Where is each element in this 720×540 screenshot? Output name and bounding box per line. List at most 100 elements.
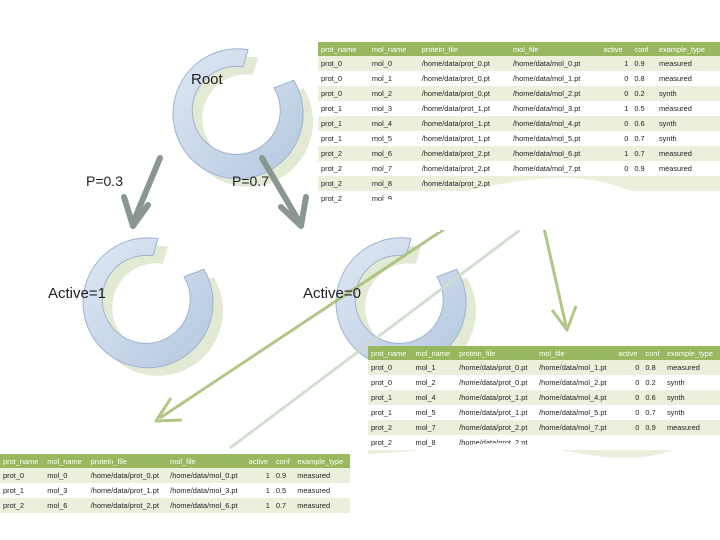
table-cell-conf: 0.7 — [631, 146, 656, 161]
table-cell-active: 1 — [600, 146, 632, 161]
table-cell-mol-name: mol_6 — [368, 146, 419, 161]
left-leaf-label: Active=1 — [48, 285, 106, 302]
column-header-active: active — [245, 454, 273, 468]
table-cell-conf: 0.6 — [642, 390, 664, 405]
column-header-mol-file: mol_file — [509, 42, 601, 56]
table-cell-prot-name: prot_1 — [368, 405, 413, 420]
table-cell-conf: 0.7 — [642, 405, 664, 420]
table-cell-active — [600, 191, 632, 206]
table-cell-example-type: measured — [655, 146, 720, 161]
table-cell-example-type: measured — [663, 420, 720, 435]
table-cell-active: 0 — [600, 116, 632, 131]
table-cell-prot-name: prot_1 — [318, 131, 369, 146]
table-cell-example-type — [655, 191, 720, 206]
table-cell-mol-file: /home/data/mol_3.pt — [167, 483, 246, 498]
table-cell-mol-name: mol_3 — [44, 483, 88, 498]
table-cell-active — [615, 435, 643, 450]
table-cell-mol-name: mol_1 — [412, 360, 457, 375]
right-edge-probability-label: P=0.7 — [232, 173, 269, 189]
column-header-prot-name: prot_name — [368, 346, 413, 360]
table-cell-mol-name: mol_7 — [368, 161, 419, 176]
column-header-mol-name: mol_name — [44, 454, 88, 468]
left-branch-arrow-head — [121, 194, 151, 229]
table-cell-example-type: synth — [663, 390, 720, 405]
table-cell-mol-file: /home/data/mol_5.pt — [509, 131, 601, 146]
column-header-example-type: example_type — [663, 346, 720, 360]
table-cell-example-type: synth — [655, 86, 720, 101]
table-cell-active: 0 — [615, 420, 643, 435]
table-cell-conf — [631, 176, 656, 191]
table-cell-prot-name: prot_0 — [368, 375, 413, 390]
table-cell-prot-name: prot_2 — [368, 435, 413, 450]
column-header-protein-file: protein_file — [456, 346, 537, 360]
faint-connector-line — [229, 228, 521, 450]
table-cell-prot-name: prot_1 — [318, 101, 369, 116]
table-cell-conf: 0.9 — [631, 56, 656, 71]
table-cell-active: 0 — [615, 375, 643, 390]
table-cell-mol-name: mol_8 — [412, 435, 457, 450]
table-cell-mol-name: mol_5 — [412, 405, 457, 420]
table-cell-example-type: measured — [294, 498, 350, 513]
table-cell-prot-name: prot_0 — [368, 360, 413, 375]
table-cell-conf: 0.6 — [631, 116, 656, 131]
table-cell-example-type: synth — [655, 131, 720, 146]
table-cell-protein-file: /home/data/prot_0.pt — [87, 468, 168, 483]
table-cell-mol-file — [536, 450, 616, 465]
table-cell-active: 0 — [600, 71, 632, 86]
table-cell-prot-name: prot_0 — [318, 71, 369, 86]
table-cell-active: 0 — [600, 131, 632, 146]
table-cell-active: 1 — [600, 56, 632, 71]
table-cell-protein-file: /home/data/prot_0.pt — [418, 86, 510, 101]
table-cell-mol-name: mol_9 — [412, 450, 457, 465]
table-cell-mol-name: mol_7 — [412, 420, 457, 435]
table-cell-example-type: measured — [294, 483, 350, 498]
column-header-conf: conf — [642, 346, 664, 360]
column-header-example-type: example_type — [294, 454, 350, 468]
table-cell-active: 0 — [600, 86, 632, 101]
table-cell-conf — [642, 435, 664, 450]
table-cell-conf: 0.9 — [631, 161, 656, 176]
table-cell-conf: 0.7 — [272, 498, 295, 513]
table-cell-mol-file: /home/data/mol_4.pt — [509, 116, 601, 131]
table-cell-active: 1 — [245, 483, 273, 498]
column-header-protein-file: protein_file — [87, 454, 168, 468]
table-cell-mol-file: /home/data/mol_5.pt — [536, 405, 616, 420]
column-header-active: active — [615, 346, 643, 360]
table-cell-prot-name: prot_1 — [368, 390, 413, 405]
table-cell-active: 0 — [615, 360, 643, 375]
table-cell-protein-file: /home/data/prot_1.pt — [418, 131, 510, 146]
table-cell-example-type: synth — [663, 375, 720, 390]
left-branch-arrow-shaft — [132, 155, 163, 221]
left-leaf-ring — [82, 237, 214, 369]
table-cell-conf — [631, 191, 656, 206]
table-cell-prot-name: prot_2 — [368, 450, 413, 465]
table-cell-example-type: measured — [294, 468, 350, 483]
left-edge-probability-label: P=0.3 — [86, 173, 123, 189]
table-cell-prot-name: prot_1 — [0, 483, 45, 498]
table-cell-mol-file: /home/data/mol_2.pt — [509, 86, 601, 101]
table-cell-protein-file: /home/data/prot_1.pt — [418, 116, 510, 131]
table-cell-mol-file: /home/data/mol_3.pt — [509, 101, 601, 116]
table-cell-mol-name: mol_4 — [412, 390, 457, 405]
column-header-example-type: example_type — [655, 42, 720, 56]
table-cell-example-type — [663, 435, 720, 450]
table-cell-example-type: measured — [655, 161, 720, 176]
table-cell-prot-name: prot_2 — [0, 498, 45, 513]
table-cell-mol-file — [509, 191, 601, 206]
table-cell-active: 0 — [615, 405, 643, 420]
table-cell-example-type: measured — [655, 101, 720, 116]
